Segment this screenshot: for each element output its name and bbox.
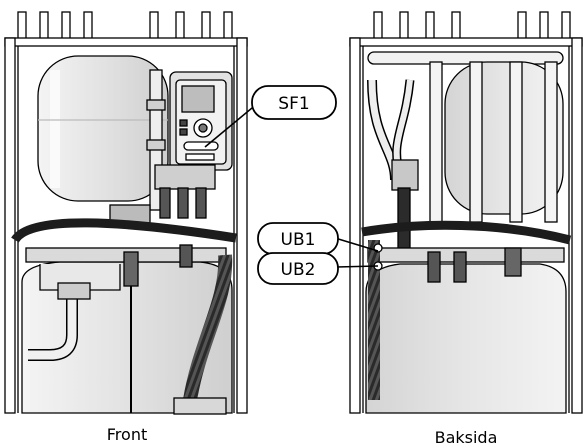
sf1-label-box (251, 85, 337, 120)
back-water-heater-tank (365, 247, 567, 414)
back-vertical-pipes (367, 61, 558, 259)
front-expansion-vessel (37, 55, 169, 202)
front-view (4, 11, 248, 415)
ub2-label-box (257, 252, 339, 285)
back-view (349, 11, 583, 414)
ub2-label: UB2 (281, 260, 316, 280)
front-lower-piping (28, 244, 193, 413)
front-corrugated-hose (183, 254, 233, 402)
front-top-connections (17, 11, 233, 41)
callout-ub2: UB2 (257, 252, 379, 285)
back-top-connections (373, 11, 571, 41)
back-frame (349, 37, 583, 414)
front-frame (4, 37, 248, 414)
ub1-leader-line (334, 237, 379, 252)
back-hose (361, 220, 572, 245)
ub2-leader-line (335, 265, 379, 268)
back-caption: Baksida (435, 428, 498, 447)
front-control-module (169, 71, 233, 171)
front-hose (11, 218, 237, 243)
callout-sf1: SF1 (204, 85, 337, 148)
front-upper-piping (109, 69, 216, 224)
callout-ub1: UB1 (257, 222, 379, 255)
front-bottom-box (173, 397, 227, 415)
ub1-label: UB1 (281, 230, 316, 250)
front-caption: Front (107, 425, 147, 444)
sf1-leader-line (204, 102, 259, 148)
sf1-label: SF1 (278, 94, 309, 114)
